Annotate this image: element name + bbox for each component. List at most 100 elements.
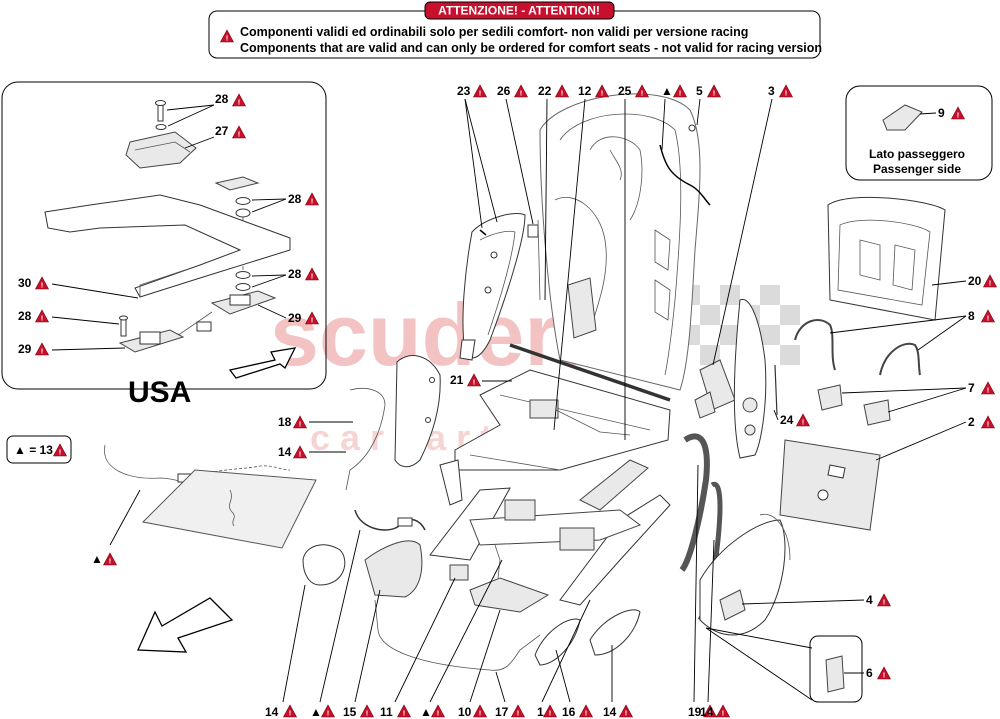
usa-inset: USA 28 27 28 30 28 28 29 29 (1, 81, 327, 409)
callout-6: 6 (866, 666, 873, 680)
callout-14: 14 (278, 445, 292, 459)
legend-text: ▲ = 13 (14, 443, 53, 457)
leader-line (707, 539, 715, 703)
direction-arrow-main (137, 597, 234, 653)
side-panel-right-part (733, 298, 767, 459)
seat-ecu-part (469, 577, 550, 613)
callout-4: 4 (866, 593, 873, 607)
callout-3: 3 (768, 84, 775, 98)
callouts-right: 20 8 7 2 21 24 18 14 4 6 (278, 274, 997, 681)
warning-icon (103, 552, 117, 567)
warning-icon (716, 704, 730, 719)
leader-line (544, 98, 548, 301)
recline-actuator-part (567, 277, 597, 339)
callout-16: 16 (562, 705, 576, 719)
rail-left-part (429, 487, 511, 561)
notice-line-english: Components that are valid and can only b… (240, 41, 822, 55)
connector-inset-frame (809, 635, 863, 703)
callout-14: 14 (603, 705, 617, 719)
trim-strip-part (679, 433, 710, 572)
warning-icon (981, 415, 995, 430)
warning-icon (707, 84, 721, 99)
passenger-side-inset: 9 Lato passeggero Passenger side (845, 85, 993, 181)
leader-line (257, 304, 287, 319)
seat-assembly (302, 93, 946, 703)
seat-frame-usa-part (44, 194, 291, 298)
leader-line (184, 136, 215, 149)
torsion-bar-part (509, 343, 671, 402)
leader-line (51, 283, 139, 299)
callout-17: 17 (495, 705, 509, 719)
leader-line (841, 387, 967, 394)
warning-icon (555, 84, 569, 99)
callout-23: 23 (457, 84, 471, 98)
legend-box (6, 435, 72, 464)
leader-line (354, 589, 381, 703)
warning-icon (293, 445, 307, 460)
callout-26: 26 (497, 84, 511, 98)
leader-line (429, 559, 503, 703)
warning-icon (53, 443, 67, 458)
leader-line (166, 104, 215, 111)
warning-icon (796, 413, 810, 428)
adjust-motor-part (529, 399, 559, 419)
wire-harness-part (794, 319, 836, 371)
seat-back-shell-part (539, 93, 701, 391)
warning-icon (232, 125, 246, 140)
warning-icon (305, 192, 319, 207)
leader-line (251, 198, 287, 201)
warning-icon (877, 666, 891, 681)
cushion-side-panel-part (394, 355, 441, 468)
warning-icon (877, 593, 891, 608)
usa-inset-frame (1, 81, 327, 390)
switch-module-part (449, 564, 469, 581)
callout-24: 24 (780, 413, 794, 427)
callout-20: 20 (968, 274, 982, 288)
warning-icon (293, 415, 307, 430)
callout-12: 12 (578, 84, 592, 98)
warning-icon (619, 704, 633, 719)
switch-part (882, 104, 923, 131)
leader-line (394, 577, 456, 703)
callout-5: 5 (696, 84, 703, 98)
trim-piece-part (364, 540, 423, 598)
attention-notice: ATTENZIONE! - ATTENTION! Componenti vali… (208, 1, 822, 59)
callout-14: 14 (700, 705, 714, 719)
leader-line (469, 609, 501, 703)
leader-line (705, 627, 813, 649)
callout-29: 29 (18, 342, 32, 356)
leader-line (109, 489, 141, 546)
warning-icon (360, 704, 374, 719)
callout-10: 10 (458, 705, 472, 719)
cover-part (302, 544, 346, 586)
leader-line (251, 198, 287, 213)
backrest-cover-part (827, 196, 946, 321)
side-panel-left-part (462, 213, 526, 359)
notice-line-italian: Componenti validi ed ordinabili solo per… (240, 25, 748, 39)
callout-30: 30 (18, 276, 32, 290)
leader-line (773, 409, 779, 421)
leader-line (251, 274, 287, 288)
leader-line (693, 464, 699, 703)
passenger-label-en: Passenger side (873, 162, 961, 176)
callout-triangle: ▲ (310, 705, 322, 719)
direction-arrow-usa (228, 347, 297, 379)
callout-7: 7 (968, 381, 975, 395)
callout-19: 19 (688, 705, 702, 719)
leader-line (712, 98, 773, 366)
vent-panel-part (534, 618, 581, 666)
leader-line (555, 649, 571, 703)
callout-27: 27 (215, 124, 229, 138)
callout-28: 28 (288, 267, 302, 281)
passenger-label-it: Lato passeggero (869, 147, 965, 161)
warning-icon (673, 84, 687, 99)
leader-line (919, 112, 937, 115)
warning-icon (514, 84, 528, 99)
callout-triangle: ▲ (420, 705, 432, 719)
leader-line (705, 627, 813, 701)
warning-icon (779, 84, 793, 99)
warning-icon (431, 704, 445, 719)
warning-icon (321, 704, 335, 719)
belt-buckle-part (439, 459, 463, 506)
leader-line (553, 98, 586, 431)
